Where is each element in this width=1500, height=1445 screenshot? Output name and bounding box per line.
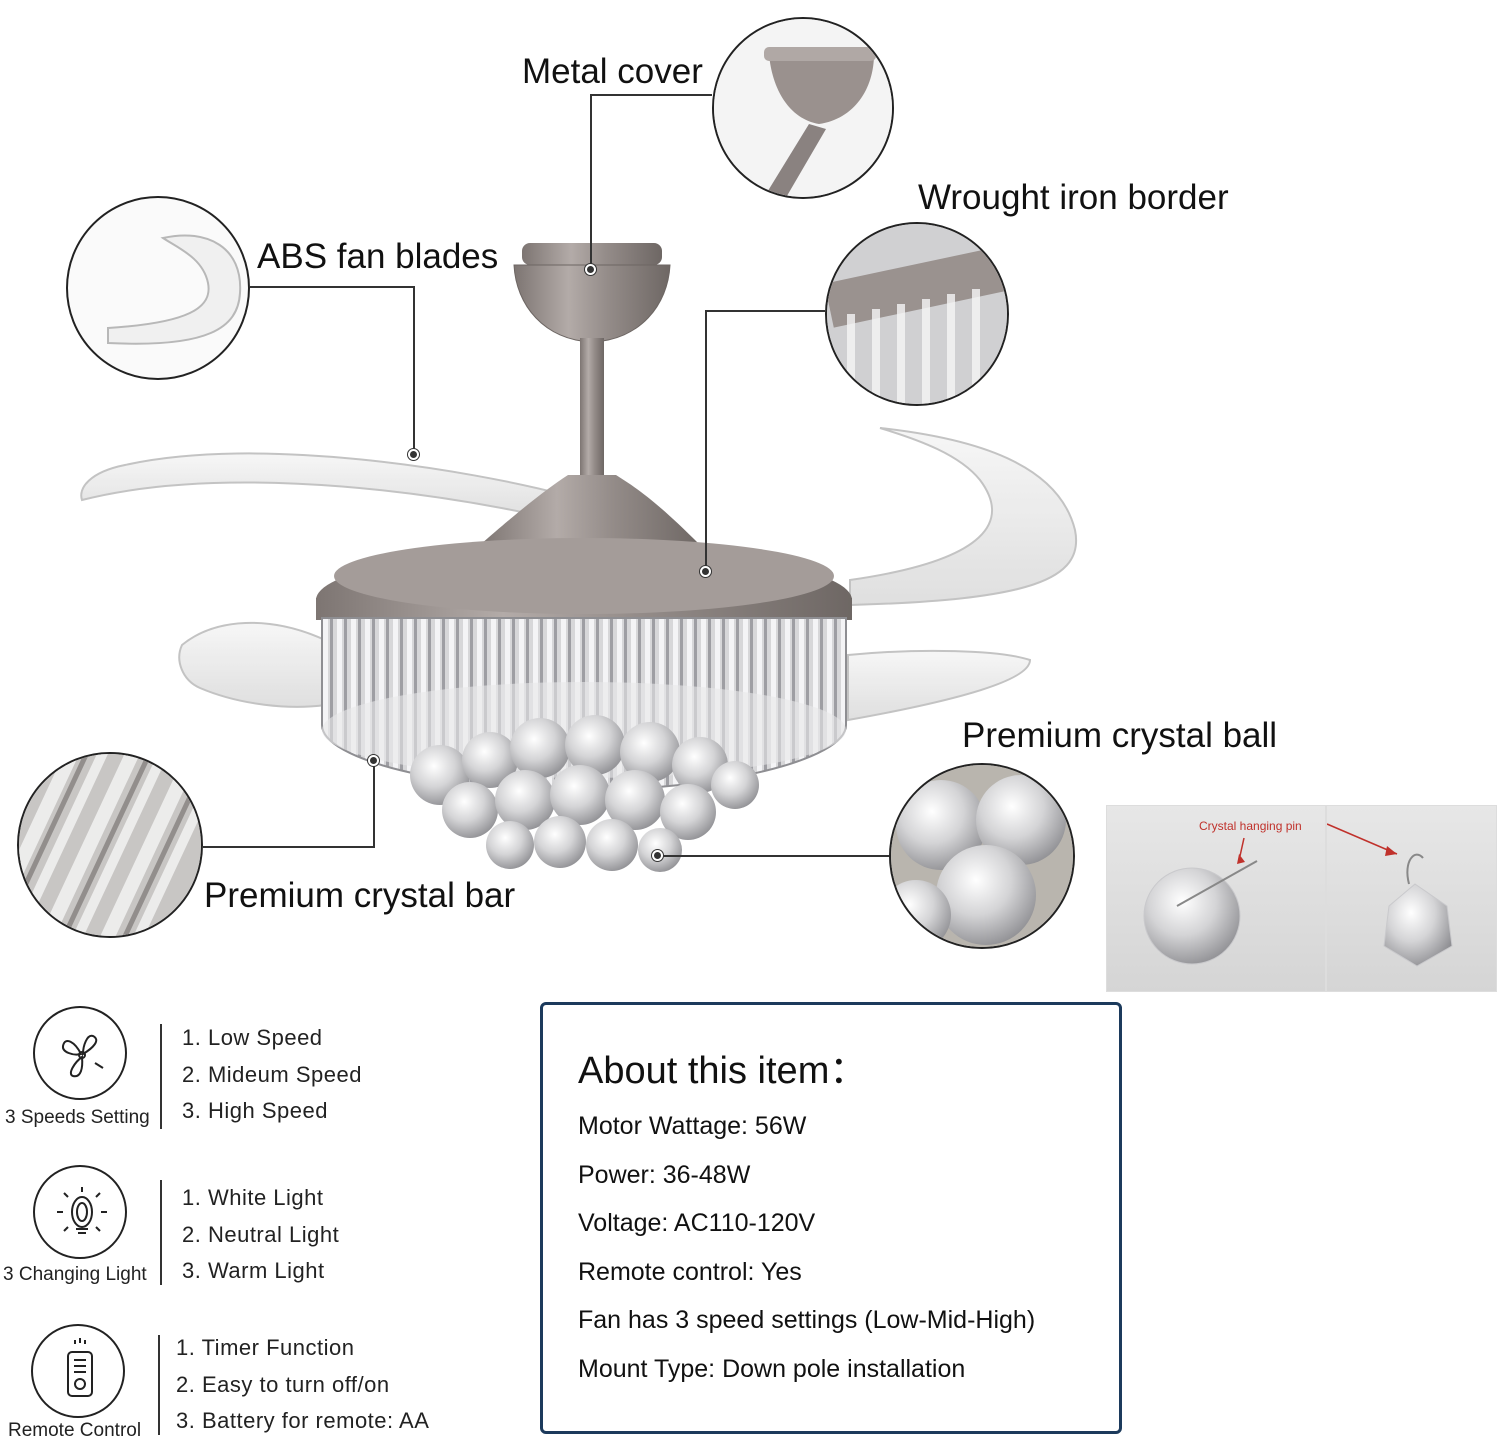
crystal-bar-detail [17, 752, 203, 938]
list-item: 3. High Speed [182, 1098, 328, 1123]
crystal-ball-cluster [410, 715, 759, 872]
list-item: 3. Warm Light [182, 1258, 325, 1283]
metal-cover-label: Metal cover [522, 52, 703, 91]
crystal-ball-marker [652, 850, 663, 861]
spec-item: Fan has 3 speed settings (Low-Mid-High) [578, 1306, 1036, 1335]
crystal-hanging-pin-label: Crystal hanging pin [1199, 819, 1302, 833]
speeds-list: 1. Low Speed 2. Mideum Speed 3. High Spe… [182, 1020, 362, 1130]
spec-item: Power: 36-48W [578, 1160, 751, 1189]
crystal-ball-detail [889, 763, 1075, 949]
about-title: About this item： [578, 1050, 868, 1092]
list-item: 2. Mideum Speed [182, 1061, 362, 1087]
speeds-caption: 3 Speeds Setting [5, 1107, 150, 1128]
metal-cover-marker [585, 264, 596, 275]
spec-item: Motor Wattage: 56W [578, 1112, 807, 1140]
list-item: 2. Easy to turn off/on [176, 1371, 390, 1397]
metal-cover-detail [712, 17, 894, 199]
fan-icon [33, 1006, 127, 1100]
list-item: 1. White Light [182, 1185, 324, 1210]
abs-blades-marker [408, 449, 419, 460]
list-item: 2. Neutral Light [182, 1221, 340, 1247]
spec-item: Voltage: AC110-120V [578, 1209, 816, 1238]
fan-blade-right [849, 427, 1078, 607]
crystal-ball-label: Premium crystal ball [962, 716, 1278, 755]
remote-list: 1. Timer Function 2. Easy to turn off/on… [176, 1330, 429, 1440]
fan-blade-right-lower [847, 649, 1032, 722]
wrought-iron-label: Wrought iron border [918, 178, 1229, 217]
spec-item: Remote control: Yes [578, 1257, 802, 1286]
about-item-panel: About this item： Motor Wattage: 56W Powe… [540, 1002, 1122, 1434]
abs-blade-detail [66, 196, 250, 380]
remote-control-icon [31, 1324, 125, 1418]
lights-caption: 3 Changing Light [3, 1264, 147, 1285]
fan-blade-left-lower [178, 621, 326, 708]
wrought-iron-marker [700, 566, 711, 577]
spec-list: Motor Wattage: 56W Power: 36-48W Voltage… [578, 1107, 1035, 1399]
canopy [513, 243, 671, 343]
remote-caption: Remote Control [8, 1420, 142, 1441]
crystal-bar-marker [368, 755, 379, 766]
lights-list: 1. White Light 2. Neutral Light 3. Warm … [182, 1180, 339, 1290]
list-item: 1. Low Speed [182, 1025, 323, 1050]
list-item: 1. Timer Function [176, 1335, 355, 1360]
abs-blades-label: ABS fan blades [257, 237, 499, 276]
motor-housing [480, 475, 700, 545]
light-bulb-icon [33, 1165, 127, 1259]
lights-divider [160, 1180, 162, 1285]
wrought-iron-detail [825, 222, 1009, 406]
list-item: 3. Battery for remote: AA [176, 1408, 430, 1433]
crystal-pin-photo-left: Crystal hanging pin [1106, 805, 1326, 992]
spec-item: Mount Type: Down pole installation [578, 1354, 966, 1383]
speeds-divider [160, 1024, 162, 1129]
crystal-bar-label: Premium crystal bar [204, 876, 516, 915]
ceiling-fan-illustration [80, 243, 1078, 872]
remote-divider [158, 1335, 160, 1435]
downrod [580, 338, 604, 478]
fan-blade-left-upper [80, 452, 567, 522]
crystal-pin-photo-right [1326, 805, 1497, 992]
